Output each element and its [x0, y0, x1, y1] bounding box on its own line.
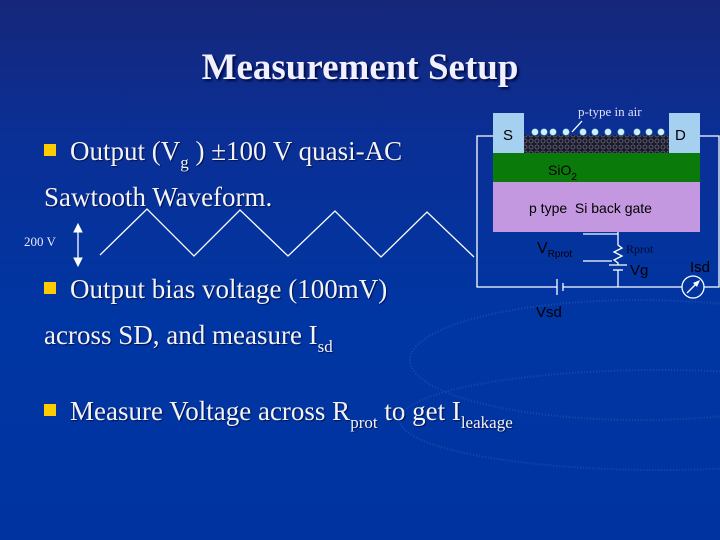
annotation-label: p-type in air: [578, 104, 642, 119]
drain-label: D: [675, 127, 686, 144]
gate-label: p type Si back gate: [529, 200, 652, 216]
rprot-label: Rprot: [626, 242, 654, 256]
decorative-swoosh: [399, 299, 720, 471]
text: Measure Voltage across R: [70, 396, 351, 426]
source-contact: [493, 113, 524, 153]
circuit-wires: [476, 135, 720, 299]
bullet-marker: [44, 404, 56, 416]
text: ) ±100 V quasi-AC: [188, 136, 403, 166]
text: Output bias voltage (100mV): [70, 274, 388, 304]
bullet-1: Output (Vg ) ±100 V quasi-AC: [44, 136, 403, 171]
bullet-3: Measure Voltage across Rprot to get Ilea…: [44, 396, 513, 431]
source-label: S: [503, 127, 514, 144]
hole-charges: [531, 128, 665, 136]
vsd-label: Vsd: [536, 304, 562, 321]
oxide-layer: [493, 153, 700, 182]
bullet-2: Output bias voltage (100mV): [44, 274, 387, 305]
bullet-marker: [44, 282, 56, 294]
drain-contact: [669, 113, 700, 153]
vg-label: Vg: [630, 262, 649, 279]
nanotube-film: [524, 135, 669, 153]
subscript: prot: [350, 413, 378, 432]
bullet-2-line2: across SD, and measure Isd: [44, 320, 333, 355]
gate-layer: [493, 182, 700, 232]
sawtooth-waveform: [99, 208, 475, 258]
text: Output (V: [70, 136, 181, 166]
v-rprot-label: VRprot: [537, 240, 573, 260]
subscript: sd: [317, 337, 333, 356]
slide-title: Measurement Setup: [201, 47, 519, 88]
amplitude-arrow: [73, 222, 83, 268]
text: to get I: [377, 396, 461, 426]
isd-label: Isd: [690, 259, 711, 276]
subscript: leakage: [460, 413, 513, 432]
bullet-1-line2: Sawtooth Waveform.: [44, 182, 273, 212]
subscript: g: [180, 153, 189, 172]
oxide-label: SiO2: [548, 162, 577, 183]
amplitude-label: 200 V: [24, 234, 56, 249]
ammeter-arrowhead: [693, 280, 700, 287]
bullet-marker: [44, 144, 56, 156]
annotation-arrow: [571, 120, 583, 133]
text: across SD, and measure I: [44, 320, 318, 350]
